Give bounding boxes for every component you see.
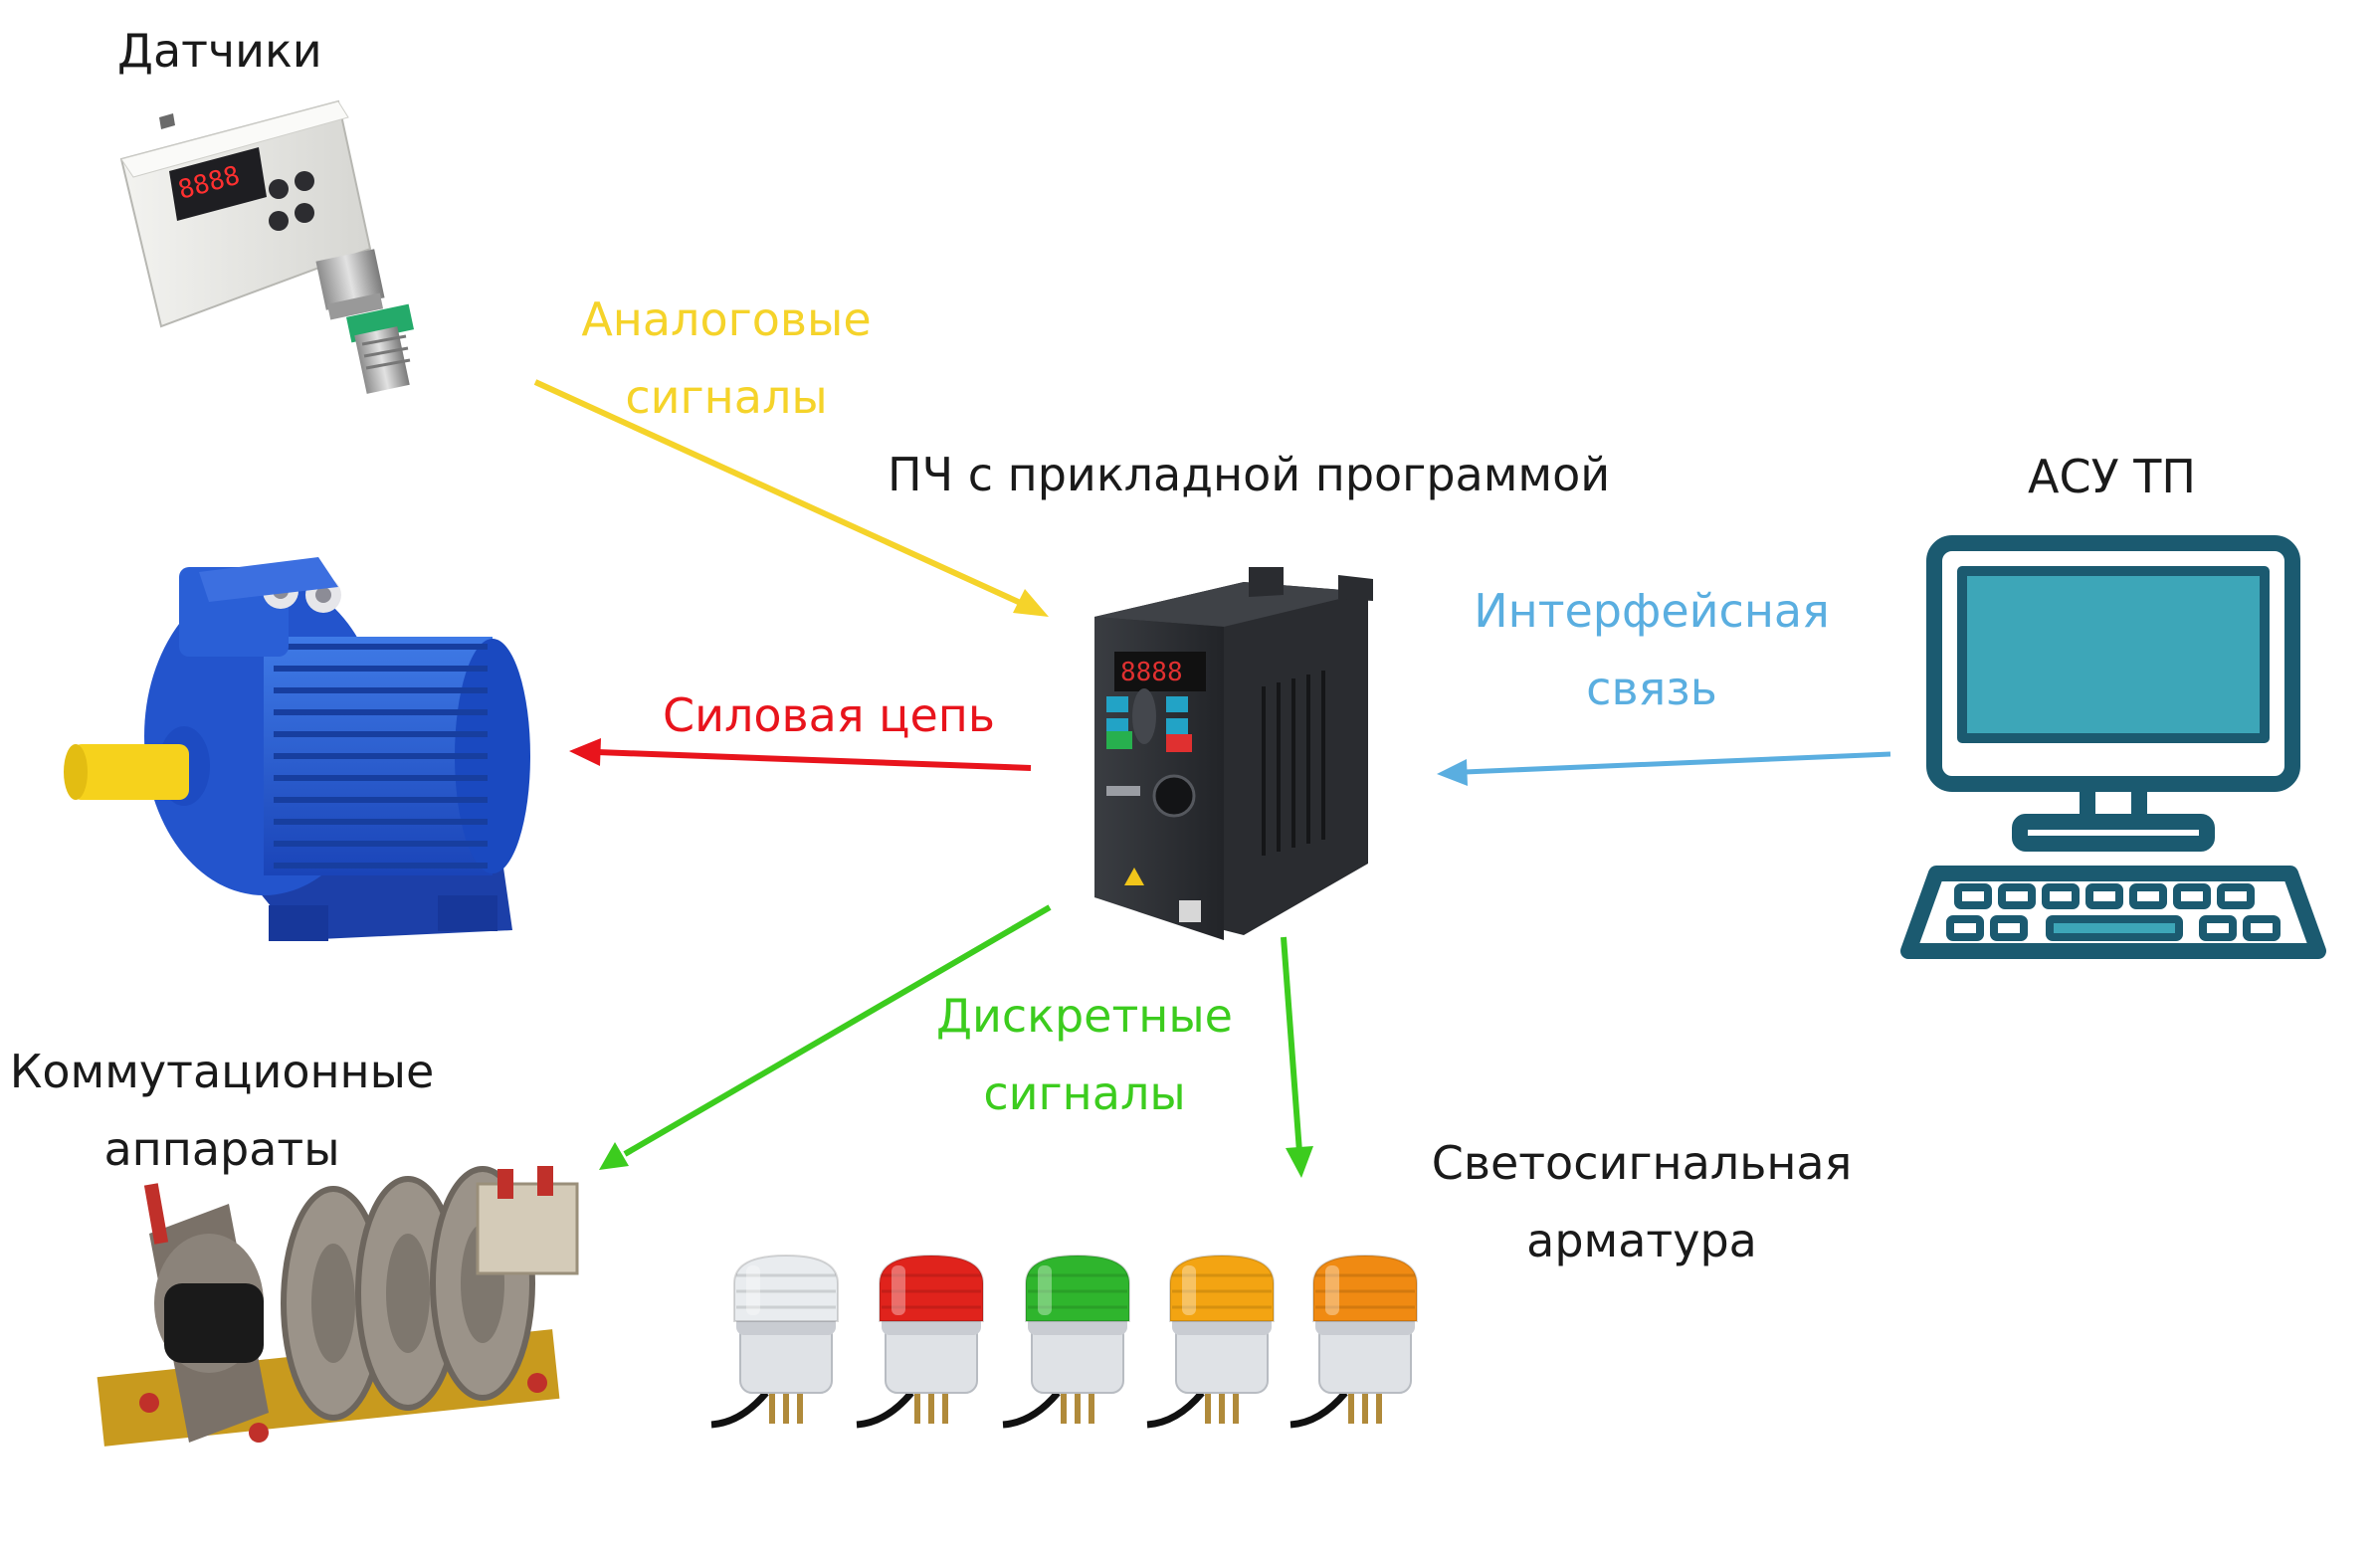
electric-motor-icon (64, 557, 530, 941)
arrow-analog (533, 379, 1049, 617)
discrete-signals-label-line2: сигналы (983, 1066, 1186, 1120)
switchgear-label-line2: аппараты (103, 1122, 340, 1176)
power-circuit-label: Силовая цепь (663, 688, 995, 742)
signal-lamp-icon (1289, 1254, 1418, 1429)
scada-label: АСУ ТП (2028, 450, 2196, 503)
discrete-signals-label: Дискретные сигналы (895, 977, 1274, 1132)
signal-lights-label: Светосигнальная арматура (1413, 1124, 1871, 1279)
arrow-interface (1437, 751, 1891, 786)
signal-lights-label-line2: арматура (1526, 1214, 1757, 1267)
arrow-discrete-lights (1281, 936, 1313, 1178)
discrete-signals-label-line1: Дискретные (936, 989, 1233, 1043)
drive-label: ПЧ с прикладной программой (888, 448, 1611, 501)
interface-link-label-line2: связь (1586, 662, 1717, 715)
signal-lamp-icon (1146, 1254, 1275, 1429)
pressure-sensor-icon: 8888 (119, 99, 415, 394)
interface-link-label: Интерфейсная связь (1453, 572, 1851, 727)
signal-lamp-icon (1002, 1254, 1130, 1429)
signal-lights-label-line1: Светосигнальная (1431, 1136, 1853, 1190)
signal-lamp-icon (856, 1254, 984, 1429)
switchgear-label: Коммутационные аппараты (0, 1033, 444, 1188)
signal-lamp-icon (710, 1254, 839, 1429)
frequency-converter-icon: 8888 (1094, 567, 1373, 940)
computer-icon (1900, 535, 2326, 959)
arrow-power (569, 738, 1032, 771)
interface-link-label-line1: Интерфейсная (1474, 584, 1830, 638)
arrow-discrete-switchgear (599, 904, 1052, 1170)
svg-text:8888: 8888 (1120, 658, 1183, 687)
switchgear-label-line1: Коммутационные (9, 1045, 435, 1098)
sensors-label: Датчики (117, 24, 322, 78)
analog-signals-label-line2: сигналы (625, 370, 828, 424)
analog-signals-label: Аналоговые сигналы (557, 281, 895, 436)
contactor-icon (97, 1166, 579, 1447)
signal-lamps-row (710, 1254, 1418, 1429)
analog-signals-label-line1: Аналоговые (581, 292, 872, 346)
